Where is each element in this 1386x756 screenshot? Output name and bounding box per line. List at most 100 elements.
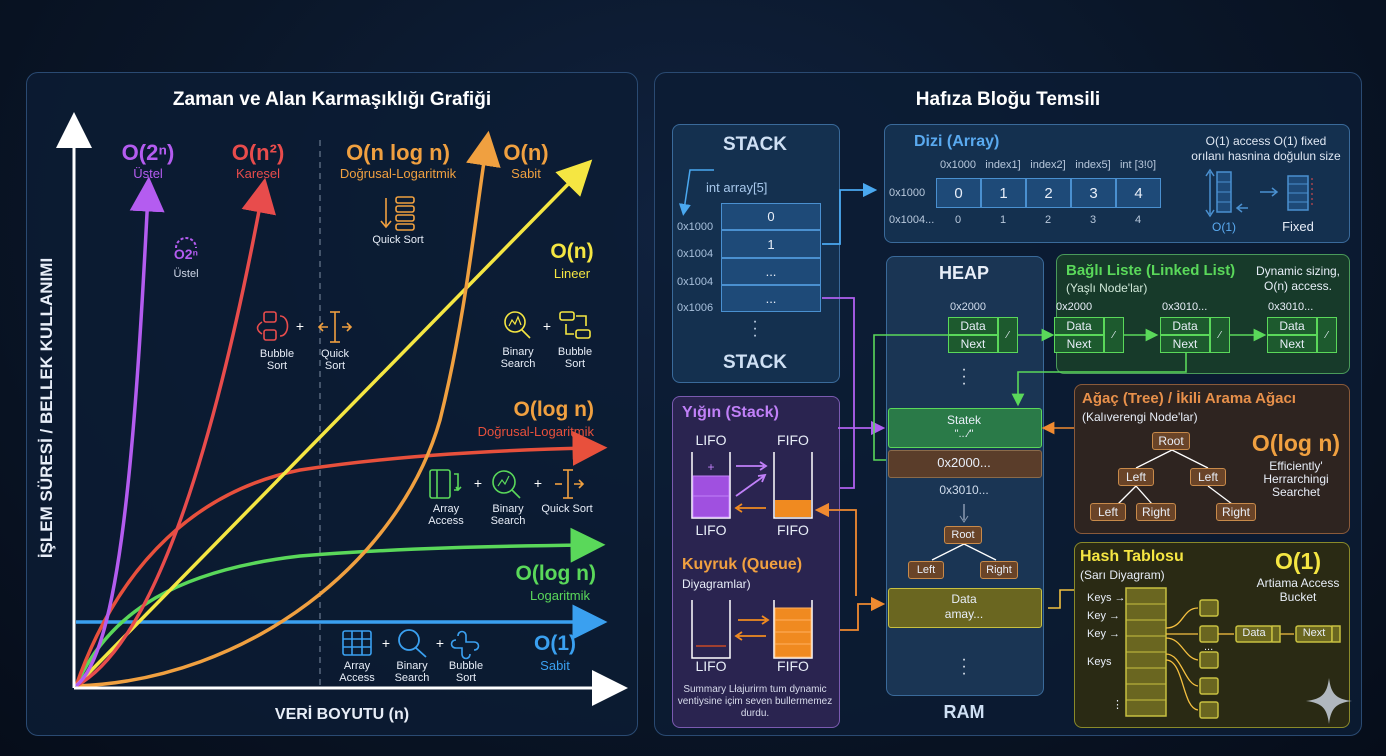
quick-sort-label-2: Quick Sort — [541, 503, 593, 515]
hash-data: Data — [1242, 627, 1266, 639]
hash-title: Hash Tablosu — [1080, 548, 1184, 565]
array-header-3: index5] — [1075, 159, 1111, 171]
label-exp-sub: Üstel — [133, 166, 163, 181]
array-index-0: 0 — [954, 214, 962, 226]
heap-vdots-2: ··· — [961, 651, 967, 682]
tree-right-2: Right — [1216, 503, 1256, 521]
yigin-lifo: LIFO — [695, 432, 727, 448]
ll-node1-ptr: ⁄ — [1104, 317, 1124, 353]
hash-subtitle: (Sarı Diyagram) — [1080, 568, 1165, 582]
tree-subtitle: (Kalıverengi Node'lar) — [1082, 410, 1198, 424]
stack-addr-2: 0x1004 — [677, 276, 714, 288]
array-index-1: 1 — [999, 214, 1007, 226]
queue-fifo: FIFO — [777, 658, 809, 674]
heap-right: Right — [980, 561, 1018, 579]
tree-left-1: Left — [1118, 468, 1154, 486]
tree-left-3: Left — [1090, 503, 1126, 521]
bubble-sort-icon-3 — [450, 630, 480, 660]
tree-note: Efficiently' Herrarchingi Searchet — [1263, 459, 1329, 499]
heap-title: HEAP — [938, 263, 990, 283]
array-access-label-2: Array Access — [339, 660, 375, 684]
ll-node3-next: Next — [1267, 335, 1317, 353]
ll-addr-2: 0x3010... — [1268, 301, 1314, 313]
heap-node-data: Data — [948, 317, 998, 335]
array-addr2: 0x1004... — [889, 214, 935, 226]
tree-complexity: O(log n) — [1251, 430, 1341, 456]
heap-vdots: ··· — [961, 361, 967, 392]
label-logn-orange: O(log n) — [513, 398, 594, 421]
hash-complexity: O(1) — [1275, 548, 1321, 574]
ram-label: RAM — [943, 702, 985, 722]
array-title: Dizi (Array) — [914, 133, 1000, 150]
array-index-3: 3 — [1089, 214, 1097, 226]
heap-statek: Statek — [946, 413, 982, 427]
stack-cell-2: ... — [721, 258, 821, 285]
sparkle-icon — [1306, 678, 1352, 724]
label-logn-green: O(log n) — [515, 562, 596, 585]
heap-addr: 0x2000 — [949, 301, 987, 313]
yigin-block — [672, 396, 840, 728]
stack-to-array-arrow — [822, 182, 878, 245]
quick-sort-icon-2 — [555, 469, 585, 499]
array-cell-4: 4 — [1116, 178, 1161, 208]
hash-key-3: Keys — [1087, 656, 1112, 668]
binary-search-label-1: Binary Search — [500, 346, 536, 370]
bubble-sort-label-1: Bubble Sort — [259, 348, 295, 372]
yigin-fifo: FIFO — [777, 432, 809, 448]
array-header-1: index1] — [985, 159, 1021, 171]
heap-to-yigin-arrow — [814, 502, 857, 596]
stack-vdots: ··· — [752, 313, 758, 344]
svg-text:+: + — [534, 475, 542, 491]
chart-title: Zaman ve Alan Karmaşıklığı Grafiği — [172, 89, 492, 110]
complexity-chart-panel: Zaman ve Alan Karmaşıklığı Grafiği — [26, 72, 638, 736]
tree-root: Root — [1152, 432, 1190, 450]
stack-to-heap-arrow — [822, 297, 855, 489]
array-fixed-label: Fixed — [1282, 219, 1314, 234]
tree-left-2: Left — [1190, 468, 1226, 486]
label-const-sub: Sabit — [540, 658, 570, 673]
array-header-0: 0x1000 — [939, 159, 977, 171]
svg-text:+: + — [436, 635, 444, 651]
curve-log-orange — [74, 430, 608, 687]
curve-log-green — [74, 527, 606, 687]
label-n-lin: O(n) — [550, 240, 594, 263]
array-cell-2: 2 — [1026, 178, 1071, 208]
quick-sort-icon — [317, 311, 353, 343]
label-exp: O(2ⁿ) — [121, 140, 175, 165]
heap-left: Left — [908, 561, 944, 579]
binary-search-icon-3 — [398, 629, 427, 658]
heap-root: Root — [944, 526, 982, 544]
label-logn-green-sub: Logaritmik — [530, 588, 590, 603]
binary-search-label-2: Binary Search — [490, 503, 526, 527]
array-access-icon-2 — [342, 630, 372, 656]
stack-title: STACK — [722, 134, 788, 155]
heap-addr-bar-label: 0x2000... — [937, 455, 991, 470]
stack-addr-0: 0x1000 — [677, 221, 714, 233]
ll-node1-next: Next — [1054, 335, 1104, 353]
yigin-fifo-2: FIFO — [777, 522, 809, 538]
label-nlogn: O(n log n) — [346, 140, 450, 165]
linked-list-note: Dynamic sizing, O(n) access. — [1255, 264, 1341, 293]
ll-node1-data: Data — [1054, 317, 1104, 335]
label-logn-orange-sub: Doğrusal-Logaritmik — [477, 424, 594, 439]
heap-node-ptr: ⁄ — [998, 317, 1018, 353]
heap-data-sub: amay... — [944, 607, 984, 621]
ll-to-heap-arrow — [1011, 353, 1187, 407]
ll-node2-data: Data — [1160, 317, 1210, 335]
ll-addr-1: 0x3010... — [1162, 301, 1208, 313]
tree-title: Ağaç (Tree) / İkili Arama Ağacı — [1082, 390, 1296, 407]
hash-key-4: ⋮ — [1112, 699, 1123, 711]
heap-tree-lines — [931, 504, 997, 561]
ll-node2-next: Next — [1160, 335, 1210, 353]
array-index-4: 4 — [1134, 214, 1142, 226]
curve-quadratic — [75, 177, 276, 688]
bubble-sort-icon — [256, 311, 289, 341]
array-cell-0: 0 — [936, 178, 981, 208]
yigin-title: Yığın (Stack) — [682, 404, 779, 421]
array-note: O(1) access O(1) fixed orılanı hasnina d… — [1191, 134, 1341, 163]
tree-lines — [1117, 449, 1233, 505]
svg-text:+: + — [296, 318, 304, 334]
stack-var: int array[5] — [706, 180, 768, 195]
heap-statek-sub: "...⁄" — [954, 428, 974, 440]
svg-text:+: + — [382, 635, 390, 651]
